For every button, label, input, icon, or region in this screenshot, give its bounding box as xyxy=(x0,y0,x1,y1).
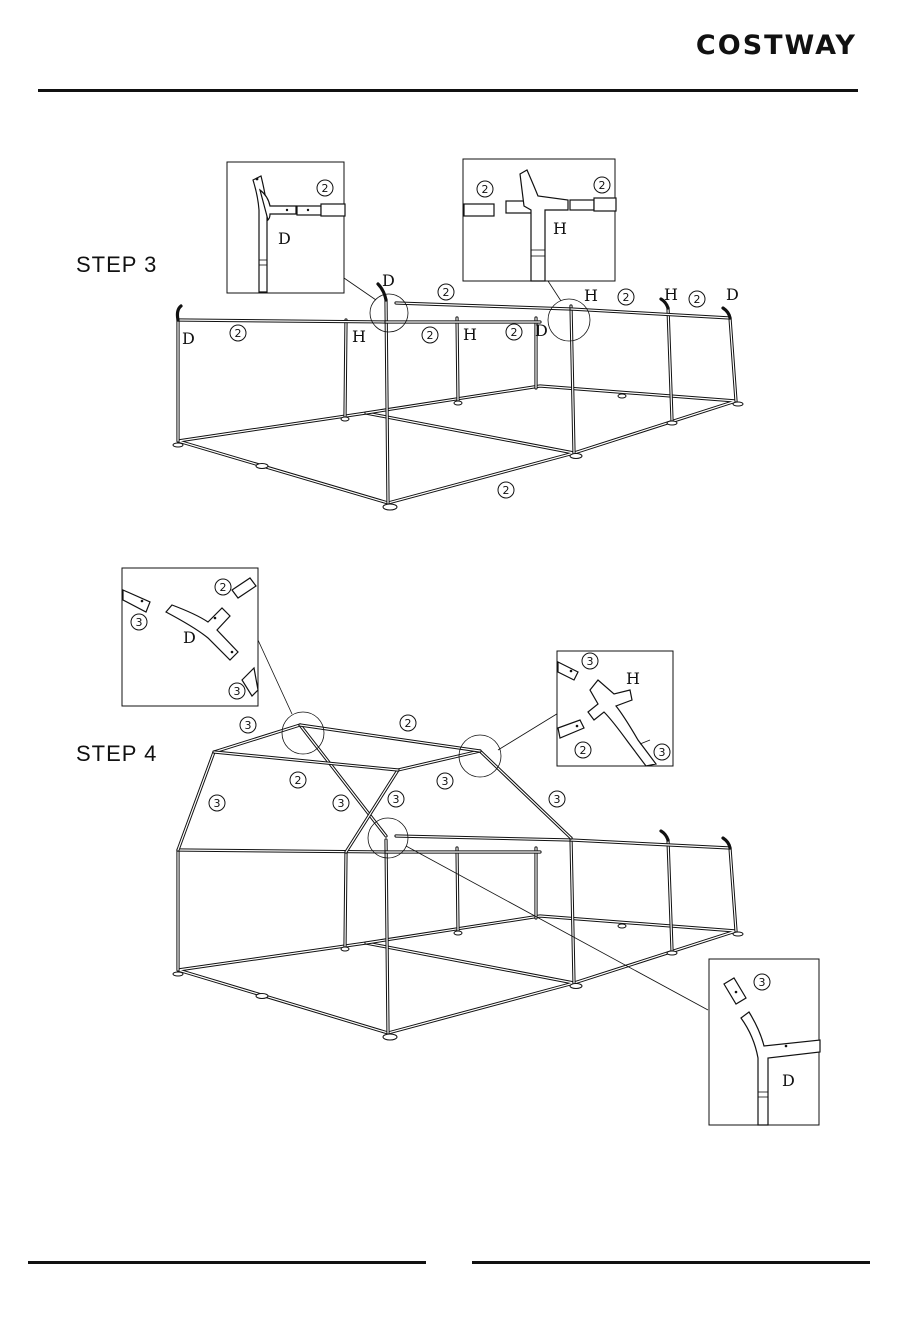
step-3-frame: D H H D D H H D xyxy=(173,271,743,510)
svg-text:H: H xyxy=(352,327,366,346)
footer-rule-right xyxy=(472,1261,870,1264)
step-4-inset-ridge-elbow: D xyxy=(122,568,258,706)
step-4-inset-side-elbow: D xyxy=(709,959,820,1125)
svg-text:D: D xyxy=(726,285,739,304)
svg-text:H: H xyxy=(664,285,678,304)
svg-text:H: H xyxy=(584,286,598,305)
svg-text:H: H xyxy=(463,325,477,344)
svg-text:D: D xyxy=(278,229,291,248)
step-3-inset-tee: H xyxy=(463,159,616,281)
footer-rule-left xyxy=(28,1261,426,1264)
step-3-inset-elbow: D xyxy=(227,162,345,293)
svg-text:H: H xyxy=(626,669,640,688)
svg-text:H: H xyxy=(553,219,567,238)
svg-text:D: D xyxy=(782,1071,795,1090)
svg-text:D: D xyxy=(183,628,196,647)
svg-text:D: D xyxy=(382,271,395,290)
svg-text:D: D xyxy=(535,321,548,340)
svg-text:D: D xyxy=(182,329,195,348)
step-4-inset-ridge-tee: H xyxy=(557,651,673,766)
